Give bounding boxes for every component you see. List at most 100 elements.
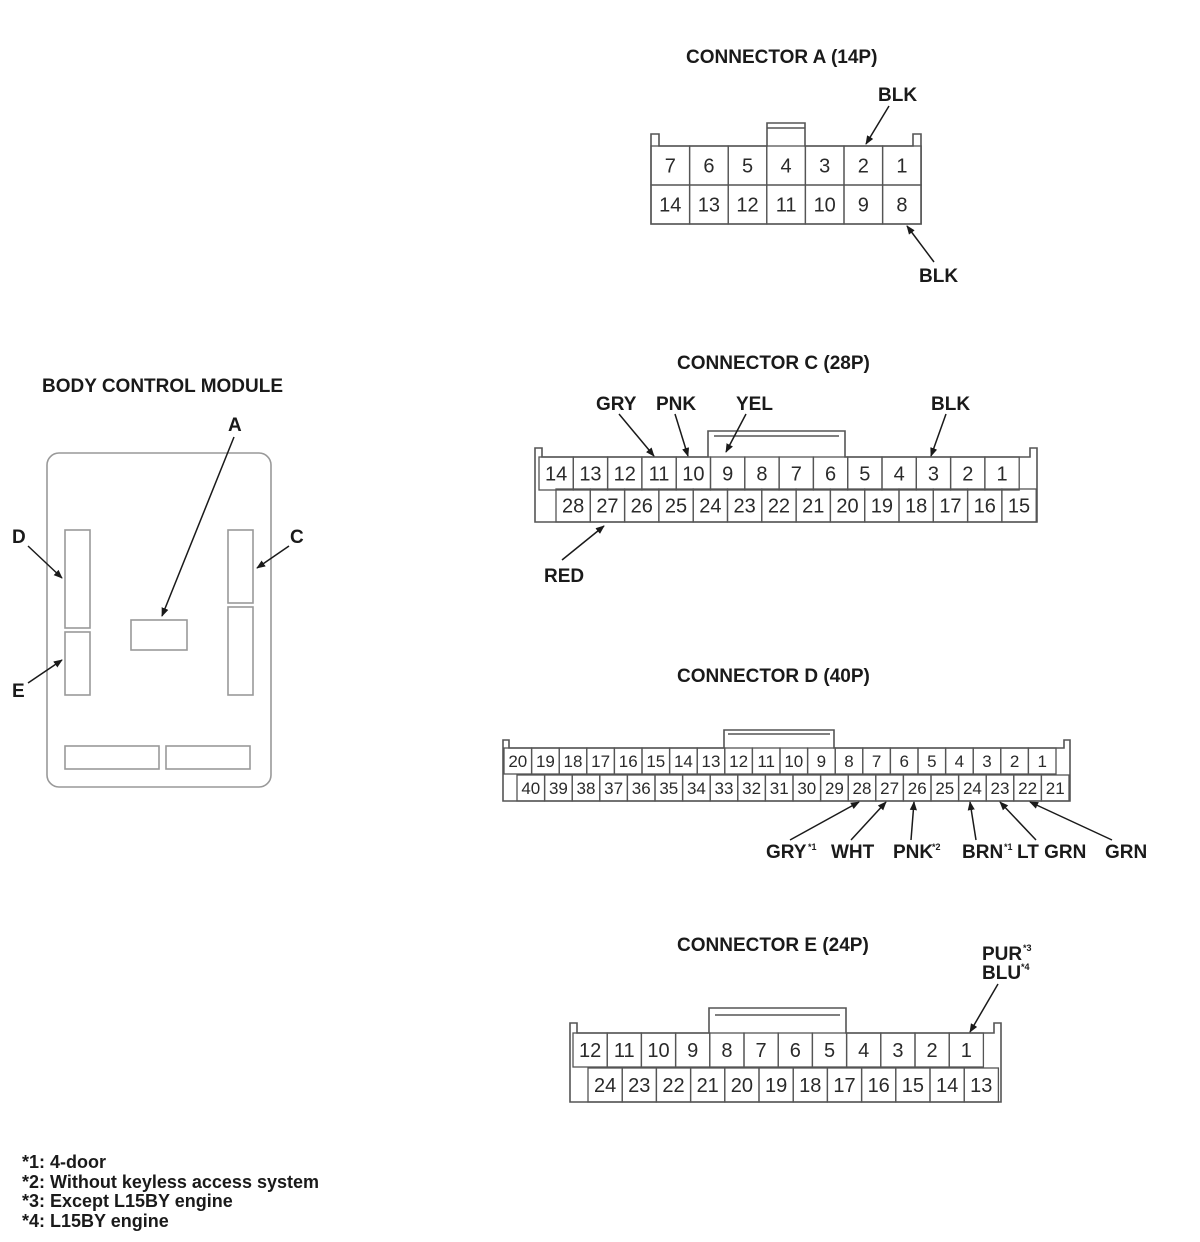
connector-c-arrow-pin27 xyxy=(561,525,605,561)
pin-label: 11 xyxy=(614,1040,635,1062)
pin-label: 16 xyxy=(868,1075,890,1097)
pin-label: 33 xyxy=(715,779,734,798)
pin-label: 19 xyxy=(536,752,555,771)
pin-label: 6 xyxy=(790,1040,801,1062)
pin-label: 16 xyxy=(974,496,996,518)
pin-label: 7 xyxy=(756,1040,767,1062)
connector-d-arrow-pin26 xyxy=(909,801,917,841)
footnote-2: *2: Without keyless access system xyxy=(22,1172,319,1192)
pin-label: 2 xyxy=(1010,752,1019,771)
connector-d-wire-gry: GRY xyxy=(766,842,807,863)
connector-d-wire-pnk: PNK xyxy=(893,842,933,863)
footnotes: *1: 4-door *2: Without keyless access sy… xyxy=(22,1152,319,1231)
pin-label: 12 xyxy=(614,464,636,486)
pin-cell xyxy=(1001,488,1037,523)
pin-label: 25 xyxy=(935,779,954,798)
connector-e-title: CONNECTOR E (24P) xyxy=(677,935,869,956)
pin-label: 21 xyxy=(1046,779,1065,798)
connector-d-arrow-pin28 xyxy=(789,801,860,841)
pin-label: 24 xyxy=(963,779,982,798)
footnote-4: *4: L15BY engine xyxy=(22,1211,169,1231)
pin-label: 9 xyxy=(687,1040,698,1062)
pin-label: 36 xyxy=(632,779,651,798)
connector-d-arrow-pin27 xyxy=(850,801,887,841)
connector-c-wire-red: RED xyxy=(544,566,584,587)
connector-c-arrow-pin9 xyxy=(725,413,747,453)
pin-label: 15 xyxy=(902,1075,924,1097)
connector-d-wire-lt-grn: LT GRN xyxy=(1017,842,1086,863)
pin-label: 19 xyxy=(765,1075,787,1097)
module-title: BODY CONTROL MODULE xyxy=(42,376,283,397)
connector-d-arrow-pin24 xyxy=(967,801,977,841)
pin-label: 4 xyxy=(955,752,964,771)
pin-label: 18 xyxy=(799,1075,821,1097)
pin-cell xyxy=(1027,747,1057,775)
connector-a-arrow-pin2 xyxy=(865,105,890,145)
pin-label: 19 xyxy=(871,496,893,518)
connector-c-arrow-pin11 xyxy=(618,413,655,457)
pin-label: 32 xyxy=(742,779,761,798)
module-label-e: E xyxy=(12,681,25,702)
pin-label: 14 xyxy=(659,195,681,217)
pin-label: 24 xyxy=(594,1075,616,1097)
module-slot-bottom-left xyxy=(64,745,160,770)
body-control-module: BODY CONTROL MODULE A D C E xyxy=(12,376,304,788)
pin-label: 13 xyxy=(970,1075,992,1097)
pin-label: 13 xyxy=(702,752,721,771)
pin-label: 1 xyxy=(996,464,1007,486)
pin-label: 14 xyxy=(936,1075,958,1097)
connector-d-arrow-pin22 xyxy=(1029,801,1113,841)
pin-label: 10 xyxy=(682,464,704,486)
module-arrow-c xyxy=(256,545,290,569)
connector-c-wire-pnk: PNK xyxy=(656,394,696,415)
pin-label: 5 xyxy=(927,752,936,771)
pin-label: 30 xyxy=(797,779,816,798)
footnote-3: *3: Except L15BY engine xyxy=(22,1191,233,1211)
pin-label: 40 xyxy=(521,779,540,798)
pin-label: 11 xyxy=(649,464,670,486)
connector-a-title: CONNECTOR A (14P) xyxy=(686,47,877,68)
pin-label: 14 xyxy=(674,752,693,771)
pin-label: 13 xyxy=(579,464,601,486)
pin-label: 12 xyxy=(579,1040,601,1062)
connector-e-note-blu: *4 xyxy=(1021,962,1030,972)
pin-label: 3 xyxy=(819,156,830,178)
pin-label: 4 xyxy=(894,464,905,486)
connector-d-wire-brn: BRN xyxy=(962,842,1003,863)
connector-e-arrow-pin1 xyxy=(969,983,999,1033)
connector-c-wire-gry: GRY xyxy=(596,394,637,415)
pin-label: 23 xyxy=(628,1075,650,1097)
pin-label: 11 xyxy=(776,195,797,217)
pin-label: 29 xyxy=(825,779,844,798)
module-slot-c-lower xyxy=(227,606,254,696)
pin-label: 3 xyxy=(892,1040,903,1062)
pin-label: 9 xyxy=(817,752,826,771)
module-slot-a xyxy=(130,619,188,651)
pin-label: 5 xyxy=(824,1040,835,1062)
pin-label: 18 xyxy=(905,496,927,518)
connector-e-wire-blu: BLU xyxy=(982,963,1021,984)
pin-label: 3 xyxy=(982,752,991,771)
pin-label: 1 xyxy=(896,156,907,178)
module-arrow-e xyxy=(27,659,63,684)
module-arrow-a xyxy=(161,436,235,617)
pin-cell xyxy=(963,1067,1000,1103)
pin-label: 28 xyxy=(853,779,872,798)
pin-label: 27 xyxy=(596,496,618,518)
pin-label: 26 xyxy=(631,496,653,518)
pin-label: 17 xyxy=(591,752,610,771)
pin-cell xyxy=(948,1032,985,1068)
pin-label: 5 xyxy=(859,464,870,486)
pin-label: 20 xyxy=(508,752,527,771)
module-label-d: D xyxy=(12,527,26,548)
pin-label: 8 xyxy=(721,1040,732,1062)
pin-label: 5 xyxy=(742,156,753,178)
connector-a-arrow-pin8 xyxy=(906,225,935,263)
